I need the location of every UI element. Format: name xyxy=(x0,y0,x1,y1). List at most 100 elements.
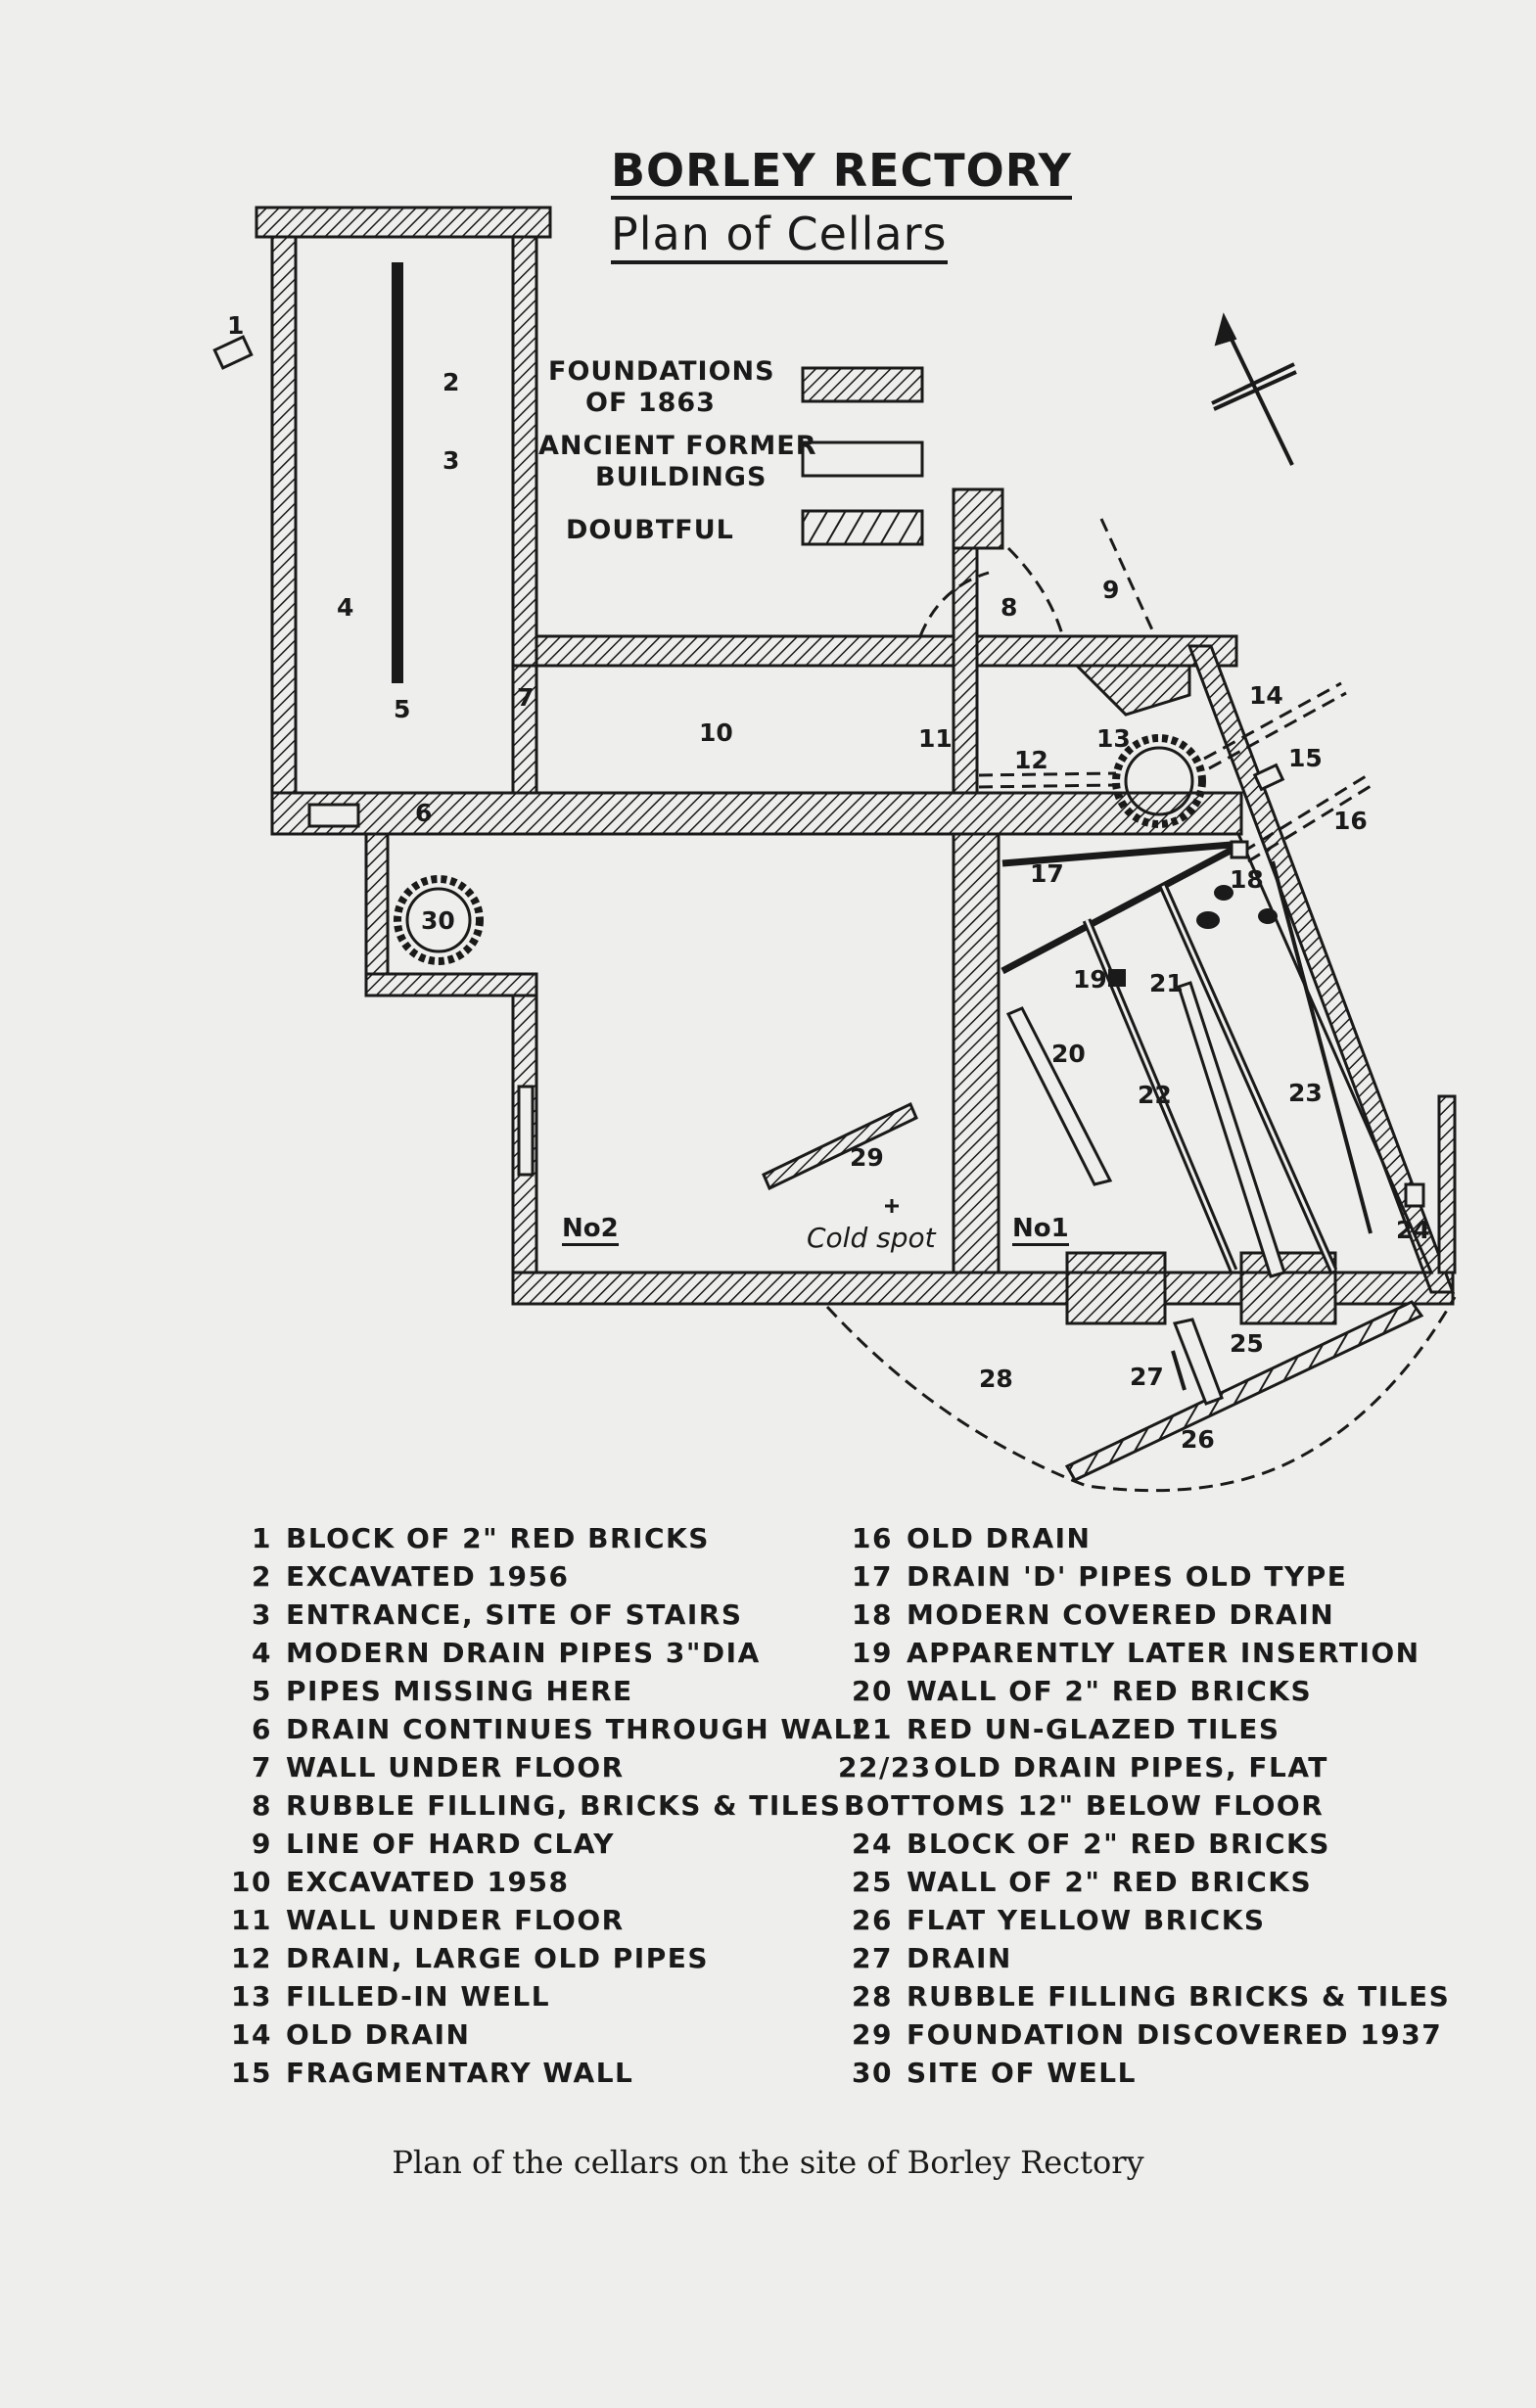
key-item: 7 WALL UNDER FLOOR xyxy=(231,1748,871,1786)
key-num: 9 xyxy=(252,1828,272,1860)
drain-18 xyxy=(1196,911,1220,929)
key-num: 22/23 xyxy=(838,1751,932,1783)
hard-clay-9 xyxy=(1099,518,1157,637)
key-item: 30 SITE OF WELL xyxy=(838,2054,1450,2092)
key-text: APPARENTLY LATER INSERTION xyxy=(907,1637,1420,1669)
key-text: WALL UNDER FLOOR xyxy=(286,1751,625,1783)
doubtful-wall xyxy=(517,1085,535,1177)
key-num: 5 xyxy=(252,1675,272,1707)
key-text: FRAGMENTARY WALL xyxy=(286,2057,634,2089)
wall-26 xyxy=(1064,1300,1424,1482)
key-num: 27 xyxy=(852,1942,893,1974)
key-item: 11 WALL UNDER FLOOR xyxy=(231,1901,871,1939)
legend-foundations-line2: OF 1863 xyxy=(585,388,716,418)
drain-17b xyxy=(1001,840,1245,975)
key-text: BLOCK OF 2" RED BRICKS xyxy=(286,1522,710,1554)
wall xyxy=(255,206,552,239)
key-text: MODERN DRAIN PIPES 3"DIA xyxy=(286,1637,761,1669)
plan-label-5: 5 xyxy=(394,695,411,723)
legend-ancient-line2: BUILDINGS xyxy=(595,462,768,492)
key-item: 22/23OLD DRAIN PIPES, FLAT xyxy=(838,1748,1450,1786)
wall xyxy=(952,832,1001,1286)
well-30 xyxy=(394,875,484,965)
key-text: LINE OF HARD CLAY xyxy=(286,1828,616,1860)
block-1 xyxy=(212,335,254,370)
wall-block xyxy=(1065,1251,1167,1325)
page-subtitle: Plan of Cellars xyxy=(611,208,948,264)
legend-foundations-line1: FOUNDATIONS xyxy=(548,356,775,387)
plan-label-9: 9 xyxy=(1102,576,1120,604)
drain-18-box xyxy=(1230,840,1249,859)
key-text: WALL OF 2" RED BRICKS xyxy=(907,1675,1313,1707)
legend-swatch-ancient xyxy=(801,440,924,478)
key-num: 24 xyxy=(852,1828,893,1860)
plan-label-29: 29 xyxy=(850,1143,884,1172)
key-text: SITE OF WELL xyxy=(907,2057,1137,2089)
key-text: DRAIN CONTINUES THROUGH WALL xyxy=(286,1713,872,1745)
room-label-1: No1 xyxy=(1012,1214,1069,1246)
key-text: EXCAVATED 1956 xyxy=(286,1560,570,1593)
insertion-19 xyxy=(1108,969,1126,987)
key-item: 4 MODERN DRAIN PIPES 3"DIA xyxy=(231,1634,871,1672)
drain-12 xyxy=(978,783,1117,789)
legend-doubtful: DOUBTFUL xyxy=(566,515,734,545)
drain-14 xyxy=(1203,681,1342,761)
key-text: DRAIN, LARGE OLD PIPES xyxy=(286,1942,710,1974)
key-text: ENTRANCE, SITE OF STAIRS xyxy=(286,1598,743,1631)
key-item: BOTTOMS 12" BELOW FLOOR xyxy=(838,1786,1450,1825)
key-num: 28 xyxy=(852,1980,893,2013)
key-text: EXCAVATED 1958 xyxy=(286,1866,570,1898)
plan-label-24: 24 xyxy=(1396,1216,1430,1244)
rubble-28-boundary xyxy=(825,1296,1457,1493)
key-num: 7 xyxy=(252,1751,272,1783)
key-num: 25 xyxy=(852,1866,893,1898)
key-text: FOUNDATION DISCOVERED 1937 xyxy=(907,2018,1443,2051)
key-text: RED UN-GLAZED TILES xyxy=(907,1713,1280,1745)
block-24 xyxy=(1404,1182,1425,1208)
drain-16 xyxy=(1242,771,1372,854)
plan-label-20: 20 xyxy=(1051,1040,1086,1068)
key-num: 10 xyxy=(231,1866,272,1898)
plan-label-28: 28 xyxy=(979,1365,1013,1393)
plan-label-21: 21 xyxy=(1149,969,1184,997)
fragment-15 xyxy=(1252,763,1285,792)
plan-label-11: 11 xyxy=(918,724,953,753)
plan-label-7: 7 xyxy=(517,683,535,712)
key-text: BOTTOMS 12" BELOW FLOOR xyxy=(844,1789,1325,1822)
wall xyxy=(1437,1094,1457,1274)
wall xyxy=(270,235,298,805)
key-num: 4 xyxy=(252,1637,272,1669)
legend-ancient-line1: ANCIENT FORMER xyxy=(538,431,817,461)
drain-12 xyxy=(978,771,1117,777)
key-text: MODERN COVERED DRAIN xyxy=(907,1598,1335,1631)
key-num: 26 xyxy=(852,1904,893,1936)
key-num: 2 xyxy=(252,1560,272,1593)
well-13 xyxy=(1112,734,1206,828)
plan-label-2: 2 xyxy=(442,368,460,396)
key-num: 14 xyxy=(231,2018,272,2051)
plan-label-30: 30 xyxy=(421,906,455,935)
key-num: 30 xyxy=(852,2057,893,2089)
plan-label-12: 12 xyxy=(1014,746,1048,774)
key-text: WALL UNDER FLOOR xyxy=(286,1904,625,1936)
wall-25 xyxy=(1172,1318,1224,1406)
key-text: WALL OF 2" RED BRICKS xyxy=(907,1866,1313,1898)
drain-27 xyxy=(1171,1350,1187,1391)
plan-label-26: 26 xyxy=(1181,1425,1215,1454)
key-num: 15 xyxy=(231,2057,272,2089)
drain-18 xyxy=(1258,908,1278,924)
key-num: 11 xyxy=(231,1904,272,1936)
